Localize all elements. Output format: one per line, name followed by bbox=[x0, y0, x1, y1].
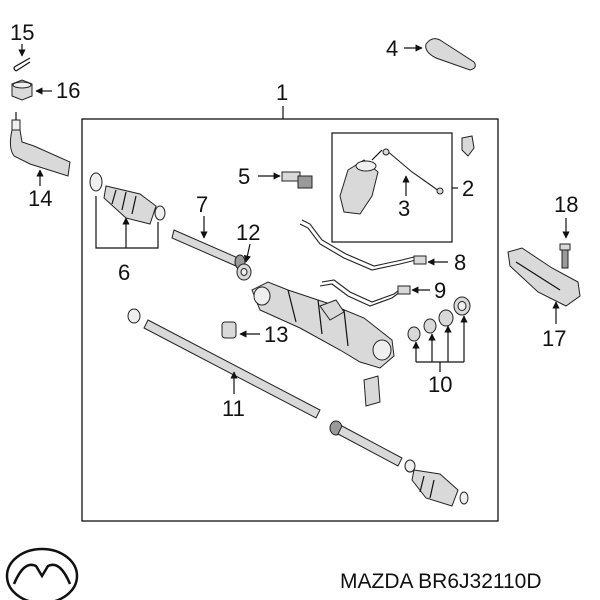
callout-12: 12 bbox=[236, 220, 260, 245]
part-number-caption: MAZDA BR6J32110D bbox=[340, 570, 542, 593]
boot-part bbox=[89, 172, 166, 249]
callout-6: 6 bbox=[118, 260, 130, 285]
right-tie-rod-part bbox=[329, 420, 469, 507]
rack-housing-part bbox=[251, 281, 395, 407]
callout-4: 4 bbox=[386, 36, 398, 61]
cover-part bbox=[404, 38, 476, 71]
callout-15: 15 bbox=[10, 20, 34, 45]
mazda-logo-icon bbox=[5, 547, 79, 600]
assembly-frame bbox=[81, 118, 499, 522]
castle-nut-part bbox=[11, 79, 52, 101]
callout-11: 11 bbox=[222, 396, 245, 421]
bushing-part bbox=[236, 243, 252, 281]
return-pipe-part bbox=[319, 279, 430, 307]
callout-18: 18 bbox=[554, 192, 578, 217]
bolt-part bbox=[258, 171, 313, 189]
pressure-pipe-part bbox=[299, 219, 448, 271]
callout-3: 3 bbox=[398, 196, 410, 221]
tie-rod-end-part bbox=[9, 112, 71, 186]
clip-part bbox=[461, 135, 475, 157]
callout-5: 5 bbox=[238, 164, 250, 189]
callout-8: 8 bbox=[454, 250, 466, 275]
callout-14: 14 bbox=[28, 186, 52, 211]
callout-7: 7 bbox=[196, 192, 208, 217]
callout-16: 16 bbox=[56, 78, 80, 103]
callout-13: 13 bbox=[264, 322, 288, 347]
callout-10: 10 bbox=[428, 372, 452, 397]
control-valve-part bbox=[339, 148, 458, 215]
callout-9: 9 bbox=[434, 278, 446, 303]
mounting-bracket-part bbox=[507, 247, 581, 324]
cotter-pin-part bbox=[13, 44, 31, 72]
mount-bushing-part bbox=[221, 321, 260, 339]
rack-bar-part bbox=[127, 308, 321, 419]
bracket-bolt-part bbox=[559, 218, 571, 269]
inner-tie-rod-part bbox=[171, 216, 246, 270]
seal-kit-part bbox=[407, 296, 471, 372]
callout-1: 1 bbox=[276, 80, 288, 105]
callout-17: 17 bbox=[542, 326, 566, 351]
callout-2: 2 bbox=[462, 176, 474, 201]
